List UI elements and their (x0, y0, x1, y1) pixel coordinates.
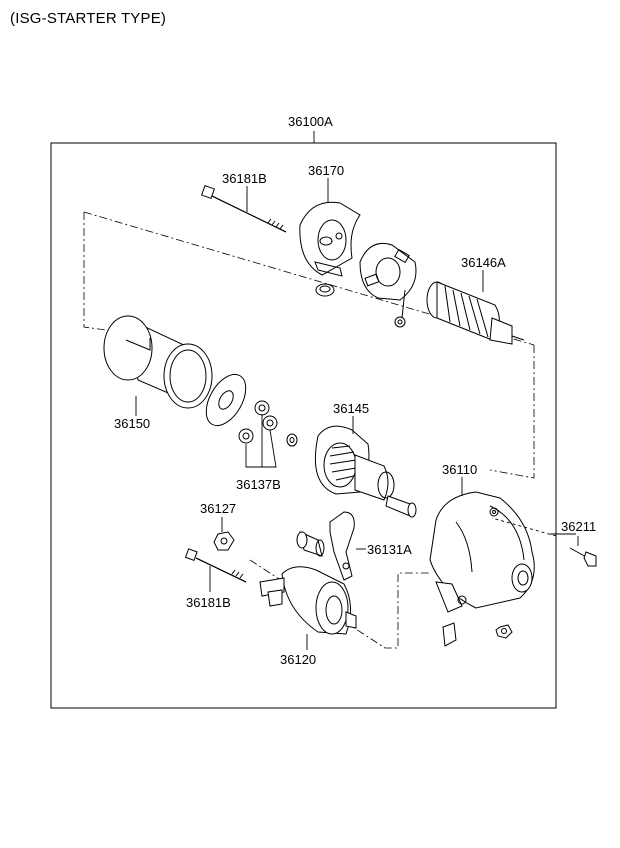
front-housing-36110 (429, 491, 535, 613)
yoke-36150 (103, 315, 213, 409)
label-36170: 36170 (308, 163, 344, 178)
label-36146A: 36146A (461, 255, 506, 270)
bolt-36211 (491, 517, 597, 567)
planetary-gears-36137B (238, 400, 298, 447)
label-36110: 36110 (442, 462, 477, 477)
plate-washer (205, 373, 247, 427)
assembly-dashline-upper (83, 212, 107, 331)
armature-36146A (426, 281, 525, 345)
label-36181B-top: 36181B (222, 171, 267, 186)
diagram-title: (ISG-STARTER TYPE) (10, 10, 167, 27)
clutch-assembly-36145 (314, 425, 417, 518)
label-36150: 36150 (114, 416, 150, 431)
bolt-36181B-bottom (184, 548, 247, 583)
leader-36137B (245, 429, 277, 468)
solenoid-36120 (259, 566, 357, 635)
rear-cover-36170 (299, 201, 361, 297)
label-36181B-bottom: 36181B (186, 595, 231, 610)
nut-small (495, 624, 513, 639)
label-36131A: 36131A (367, 542, 412, 557)
nut-36127 (213, 531, 235, 551)
label-36211: 36211 (561, 519, 596, 534)
plunger (296, 531, 325, 557)
assembly-label: 36100A (288, 114, 333, 129)
brush-holder (359, 242, 417, 328)
shift-lever-36131A (329, 511, 355, 581)
assembly-dashline-right (489, 345, 535, 479)
label-36127: 36127 (200, 501, 236, 516)
dust-cover (442, 622, 457, 647)
label-36137B: 36137B (236, 477, 281, 492)
label-36120: 36120 (280, 652, 316, 667)
bolt-36181B-top (200, 184, 287, 233)
assembly-frame (50, 142, 557, 709)
label-36145: 36145 (333, 401, 369, 416)
